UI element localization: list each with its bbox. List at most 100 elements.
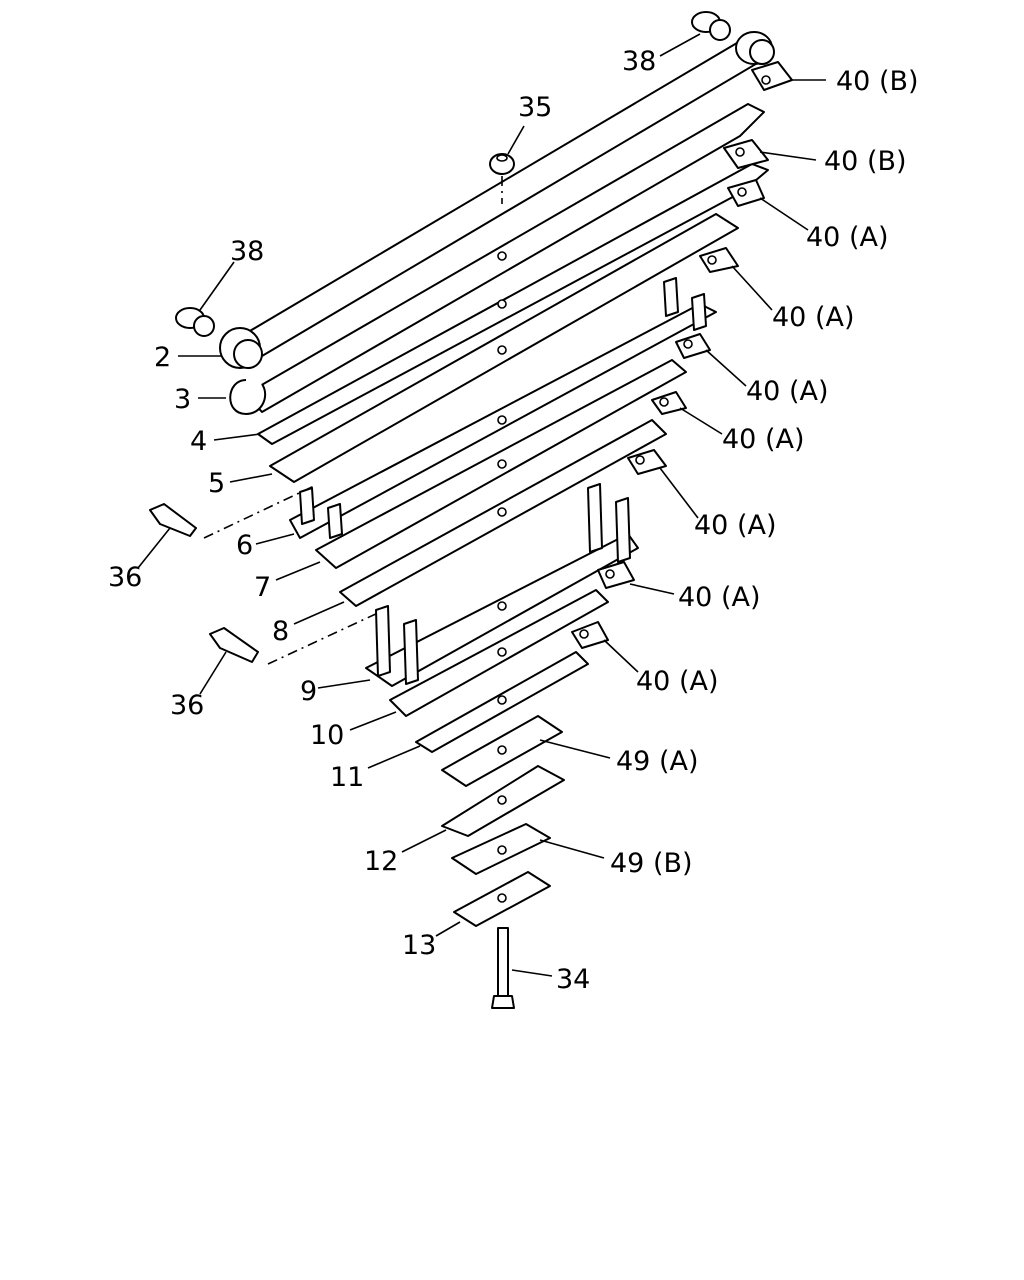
label-40b-2: 40 (B): [824, 146, 907, 177]
clip-hole: [761, 75, 771, 85]
leader-49b: [539, 839, 605, 859]
clip-band-6-right: [327, 503, 343, 539]
clip-40a-7: [571, 621, 609, 649]
label-35: 35: [518, 92, 552, 123]
clip-band-6-far-right: [691, 293, 707, 331]
center-hole: [497, 299, 507, 309]
label-9: 9: [300, 676, 317, 707]
label-8: 8: [272, 616, 289, 647]
center-hole: [497, 345, 507, 355]
center-bolt-34: [497, 927, 509, 999]
label-7: 7: [254, 572, 271, 603]
clip-band-6-left: [299, 487, 315, 525]
label-34: 34: [556, 964, 590, 995]
label-40a-5: 40 (A): [694, 510, 776, 541]
bushing-38-top-end: [709, 19, 731, 41]
center-bolt-34-head: [491, 995, 515, 1009]
clip-band-9-far-right: [615, 497, 631, 563]
label-11: 11: [330, 762, 364, 793]
clip-40a-5: [627, 449, 667, 475]
clip-band-9-far-left: [587, 483, 603, 553]
leader-5: [229, 473, 273, 483]
center-hole: [497, 415, 507, 425]
label-38-top: 38: [622, 46, 656, 77]
leader-36a: [137, 527, 171, 569]
leader-6: [255, 533, 295, 545]
clip-band-9-left: [375, 605, 391, 677]
leader-34: [511, 969, 553, 977]
clip-hole: [635, 455, 645, 465]
leader-10: [349, 711, 397, 731]
clip-hole: [707, 255, 717, 265]
leader-38-left: [199, 261, 235, 311]
leader-40a-1: [759, 197, 809, 231]
label-49b: 49 (B): [610, 848, 693, 879]
leader-38-top: [659, 33, 701, 57]
center-hole: [497, 893, 507, 903]
label-2: 2: [154, 342, 171, 373]
leader-40a-3: [705, 349, 747, 387]
center-hole: [497, 601, 507, 611]
leader-11: [367, 745, 421, 769]
center-hole: [497, 695, 507, 705]
leader-9: [317, 679, 371, 689]
leader-36b: [199, 651, 227, 695]
clip-40b-1: [751, 61, 793, 91]
label-40a-6: 40 (A): [678, 582, 760, 613]
center-hole: [497, 459, 507, 469]
leader-13: [435, 921, 461, 937]
leader-40a-5: [659, 467, 699, 519]
clip-band-6-far-left: [663, 277, 679, 317]
center-hole: [497, 795, 507, 805]
bolt-36-b: [209, 627, 259, 663]
label-3: 3: [174, 384, 191, 415]
clip-40a-2: [699, 247, 739, 273]
clip-hole: [737, 187, 747, 197]
center-hole: [497, 845, 507, 855]
leader-49a: [539, 739, 611, 759]
center-hole: [497, 507, 507, 517]
center-hole: [497, 745, 507, 755]
label-12: 12: [364, 846, 398, 877]
clip-band-9-right: [403, 619, 419, 685]
leader-40a-2: [731, 265, 773, 311]
leaf-3-wrap: [229, 379, 267, 415]
label-40a-4: 40 (A): [722, 424, 804, 455]
label-6: 6: [236, 530, 253, 561]
label-40a-2: 40 (A): [772, 302, 854, 333]
clip-40a-4: [651, 391, 687, 415]
leader-12: [401, 829, 447, 853]
label-13: 13: [402, 930, 436, 961]
clip-40b-2: [723, 139, 769, 169]
clip-hole: [659, 397, 669, 407]
leader-40a-6: [629, 583, 675, 595]
leader-40a-4: [679, 407, 723, 435]
leaf-2-eye-left-inner: [233, 339, 263, 369]
label-40a-7: 40 (A): [636, 666, 718, 697]
nut-35: [489, 153, 515, 175]
label-40a-1: 40 (A): [806, 222, 888, 253]
leader-7: [275, 561, 321, 581]
clip-40a-6: [597, 561, 635, 589]
label-10: 10: [310, 720, 344, 751]
clip-hole: [579, 629, 589, 639]
bolt-36-a: [149, 503, 197, 537]
label-36-a: 36: [108, 562, 142, 593]
leaf-2-eye-right-inner: [749, 39, 775, 65]
label-4: 4: [190, 426, 207, 457]
label-40b-1: 40 (B): [836, 66, 919, 97]
clip-hole: [683, 339, 693, 349]
leader-4: [213, 433, 261, 441]
label-5: 5: [208, 468, 225, 499]
clip-hole: [735, 147, 745, 157]
center-hole: [497, 251, 507, 261]
clip-40a-3: [675, 333, 711, 359]
label-36-b: 36: [170, 690, 204, 721]
leader-40a-7: [603, 639, 639, 673]
alignment-line: [203, 485, 315, 539]
leader-35: [507, 125, 525, 155]
label-38-left: 38: [230, 236, 264, 267]
center-hole: [497, 647, 507, 657]
label-40a-3: 40 (A): [746, 376, 828, 407]
